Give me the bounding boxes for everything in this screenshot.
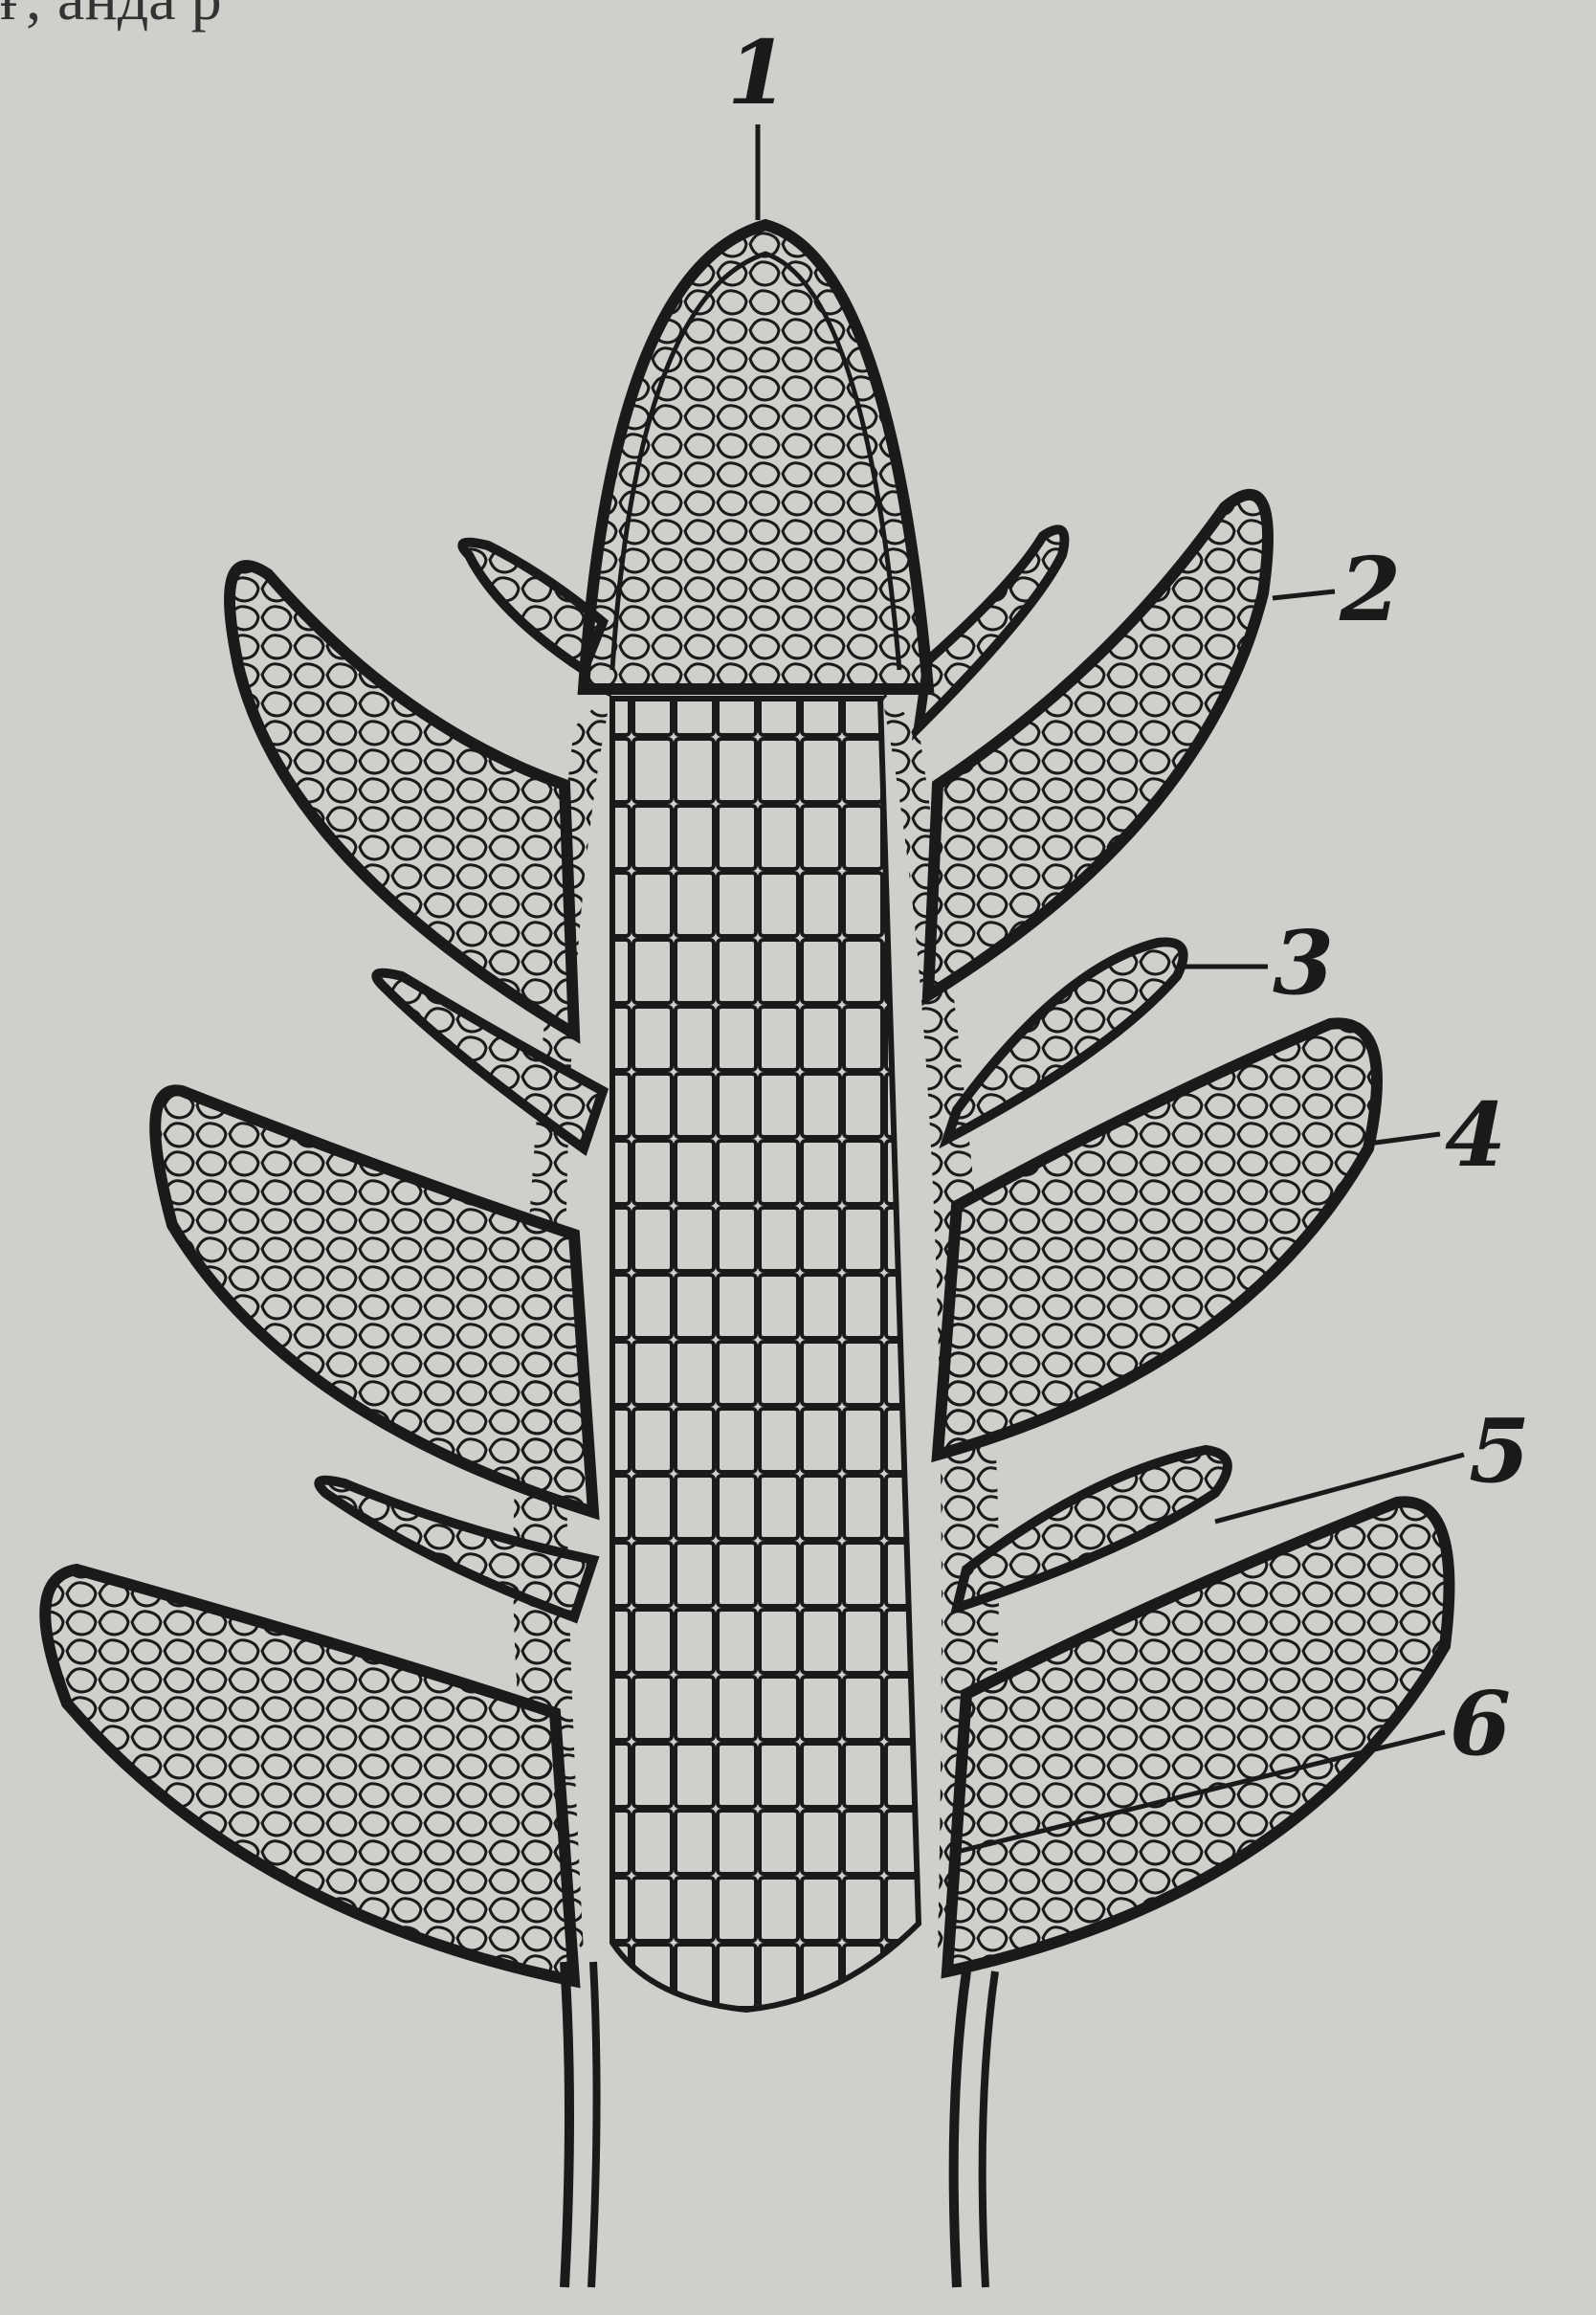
label-2: 2 <box>1340 545 1401 634</box>
label-6: 6 <box>1450 1680 1511 1768</box>
label-5: 5 <box>1469 1407 1530 1495</box>
label-4: 4 <box>1445 1091 1506 1179</box>
right-stem-outline <box>954 1971 966 2287</box>
right-small-primordium-top <box>919 529 1065 727</box>
left-leaf-primordium-middle <box>155 1090 593 1512</box>
right-leaf-primordium-upper <box>928 495 1268 995</box>
central-axis <box>612 699 919 2010</box>
left-leaf-primordium-upper <box>230 566 574 1034</box>
left-stem-inner-outline <box>591 1962 597 2287</box>
apical-dome <box>584 225 928 689</box>
leader-line-2 <box>1273 591 1335 598</box>
label-3: 3 <box>1273 919 1334 1007</box>
left-leaf-primordium-lower <box>45 1569 574 1981</box>
right-stem-inner-outline <box>983 1971 995 2287</box>
leader-line-4 <box>1368 1134 1440 1144</box>
left-stem-outline <box>565 1962 569 2287</box>
label-1: 1 <box>727 29 788 117</box>
left-small-primordium-top <box>462 543 603 670</box>
